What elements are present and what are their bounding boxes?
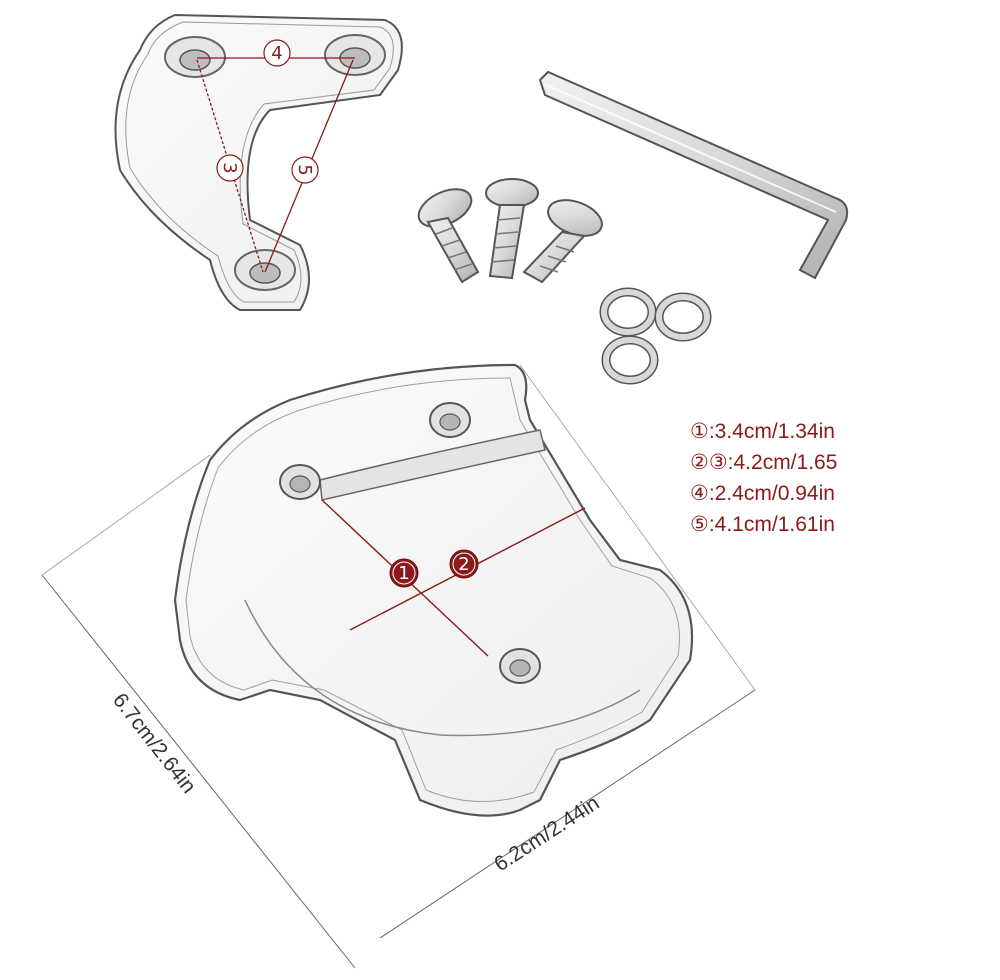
bracket-hole-top-right bbox=[324, 34, 386, 76]
pad-hole-3 bbox=[499, 648, 541, 684]
bracket-outline bbox=[114, 13, 403, 311]
marker-4: 4 bbox=[263, 39, 291, 67]
legend-marker: ②③: bbox=[690, 451, 734, 474]
bracket-inner-edge bbox=[125, 21, 394, 303]
pad-hole-1 bbox=[279, 464, 321, 500]
width-dim-line bbox=[379, 689, 756, 939]
pad-rim bbox=[244, 599, 641, 737]
top-bracket: 4 3 5 bbox=[114, 13, 403, 311]
washer-2 bbox=[654, 292, 712, 342]
legend-value: 3.4cm/1.34in bbox=[714, 420, 835, 443]
height-dim-line bbox=[41, 574, 356, 969]
pad-outline bbox=[173, 363, 694, 817]
legend-marker: ①: bbox=[690, 420, 715, 443]
screw-1 bbox=[417, 188, 480, 284]
height-label: 6.7cm/2.64in bbox=[108, 689, 200, 798]
screw-2 bbox=[485, 178, 539, 280]
legend-row-3: ④:2.4cm/0.94in bbox=[690, 478, 837, 509]
legend-row-2: ②③:4.2cm/1.65 bbox=[690, 447, 837, 478]
legend-value: 4.2cm/1.65 bbox=[733, 451, 838, 474]
svg-text:5: 5 bbox=[294, 164, 315, 175]
washer-1 bbox=[599, 287, 657, 337]
dimension-legend: ①:3.4cm/1.34in ②③:4.2cm/1.65 ④:2.4cm/0.9… bbox=[690, 416, 837, 540]
legend-value: 4.1cm/1.61in bbox=[714, 513, 835, 536]
bracket-hole-bottom bbox=[234, 249, 296, 291]
marker-1: 1 bbox=[389, 558, 419, 588]
legend-marker: ⑤: bbox=[690, 513, 715, 536]
pad-hole-2 bbox=[429, 402, 471, 438]
hex-key bbox=[538, 70, 849, 280]
svg-text:2: 2 bbox=[458, 554, 469, 575]
washer-3 bbox=[601, 335, 659, 385]
marker-3: 3 bbox=[216, 154, 244, 182]
stand-pad: 1 2 bbox=[173, 363, 694, 817]
legend-marker: ④: bbox=[690, 482, 715, 505]
svg-text:3: 3 bbox=[219, 162, 240, 173]
marker-5: 5 bbox=[291, 156, 319, 184]
screw-3 bbox=[522, 199, 603, 284]
legend-value: 2.4cm/0.94in bbox=[714, 482, 835, 505]
svg-text:1: 1 bbox=[398, 563, 409, 584]
legend-row-1: ①:3.4cm/1.34in bbox=[690, 416, 837, 447]
pad-ridge bbox=[319, 429, 546, 501]
legend-row-4: ⑤:4.1cm/1.61in bbox=[690, 509, 837, 540]
bracket-hole-top-left bbox=[164, 36, 226, 78]
pad-inner-edge bbox=[185, 377, 680, 803]
svg-text:4: 4 bbox=[271, 43, 282, 64]
marker-2: 2 bbox=[449, 549, 479, 579]
